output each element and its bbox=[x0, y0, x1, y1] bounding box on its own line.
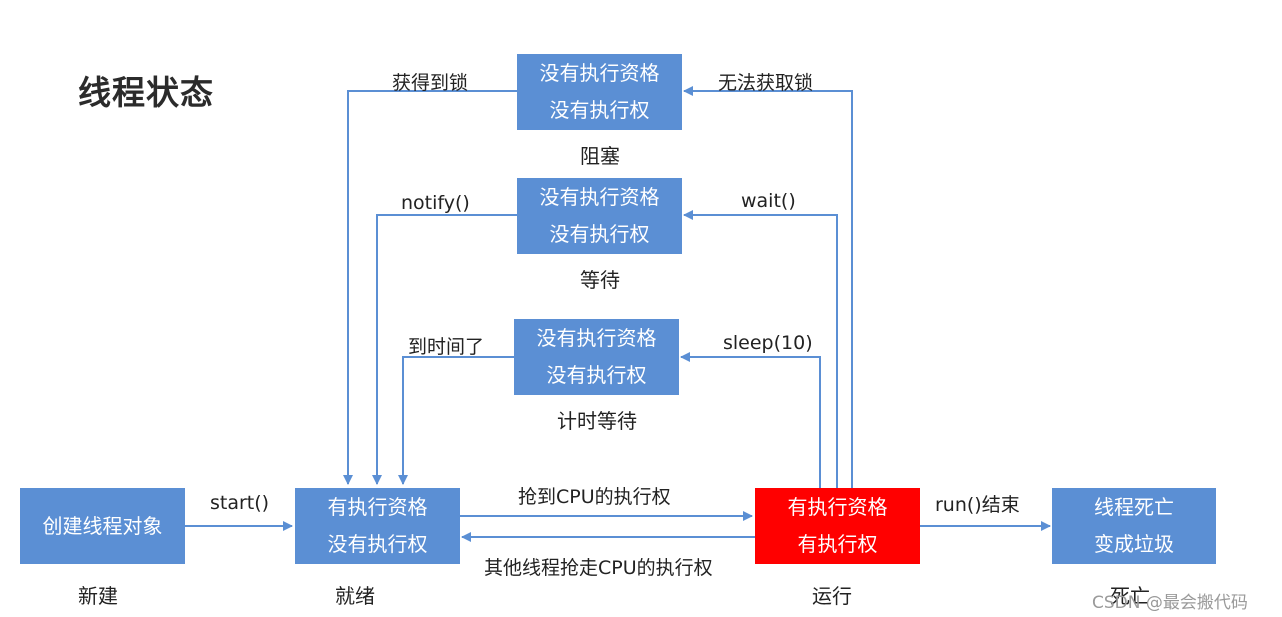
state-waiting-line-2: 没有执行权 bbox=[549, 222, 650, 246]
state-timed-line-1: 没有执行资格 bbox=[536, 326, 657, 350]
label-no-lock: 无法获取锁 bbox=[718, 72, 814, 94]
label-start: start() bbox=[210, 492, 270, 514]
label-get-lock: 获得到锁 bbox=[392, 72, 469, 94]
arrow-notify bbox=[372, 214, 517, 485]
state-box-waiting: 没有执行资格 没有执行权 bbox=[517, 178, 682, 254]
state-box-timed-waiting: 没有执行资格 没有执行权 bbox=[514, 319, 679, 395]
state-ready-line-2: 没有执行权 bbox=[327, 532, 428, 556]
label-time-up: 到时间了 bbox=[408, 336, 485, 358]
state-box-dead: 线程死亡 变成垃圾 bbox=[1052, 488, 1216, 564]
caption-timed-waiting: 计时等待 bbox=[557, 409, 637, 433]
state-new-line-1: 创建线程对象 bbox=[42, 513, 163, 538]
caption-running: 运行 bbox=[812, 584, 852, 608]
arrow-wait bbox=[683, 210, 838, 488]
arrow-no-lock bbox=[683, 86, 853, 488]
caption-blocked: 阻塞 bbox=[580, 144, 620, 168]
state-box-running: 有执行资格 有执行权 bbox=[755, 488, 920, 564]
state-dead-line-1: 线程死亡 bbox=[1094, 495, 1174, 519]
arrow-time-up bbox=[398, 356, 514, 485]
state-box-ready: 有执行资格 没有执行权 bbox=[295, 488, 460, 564]
state-ready-line-1: 有执行资格 bbox=[327, 495, 428, 519]
state-blocked-line-2: 没有执行权 bbox=[549, 98, 650, 122]
caption-ready: 就绪 bbox=[335, 584, 375, 608]
caption-new: 新建 bbox=[78, 584, 118, 608]
arrow-sleep bbox=[680, 352, 821, 488]
state-running-line-2: 有执行权 bbox=[797, 532, 878, 556]
label-grab-cpu: 抢到CPU的执行权 bbox=[518, 486, 671, 508]
state-box-new: 创建线程对象 bbox=[20, 488, 185, 564]
label-sleep: sleep(10) bbox=[723, 332, 813, 354]
state-dead-line-2: 变成垃圾 bbox=[1094, 532, 1174, 556]
label-lose-cpu: 其他线程抢走CPU的执行权 bbox=[484, 557, 713, 579]
diagram-title: 线程状态 bbox=[78, 73, 214, 112]
label-run-end: run()结束 bbox=[935, 494, 1020, 516]
arrow-get-lock bbox=[343, 90, 517, 485]
caption-dead: 死亡 bbox=[1110, 584, 1150, 608]
state-waiting-line-1: 没有执行资格 bbox=[539, 185, 660, 209]
label-wait: wait() bbox=[741, 190, 796, 212]
watermark: CSDN @最会搬代码 bbox=[1092, 593, 1248, 613]
label-notify: notify() bbox=[401, 192, 470, 214]
state-running-line-1: 有执行资格 bbox=[787, 495, 888, 519]
state-box-blocked: 没有执行资格 没有执行权 bbox=[517, 54, 682, 130]
caption-waiting: 等待 bbox=[580, 268, 620, 292]
state-timed-line-2: 没有执行权 bbox=[546, 363, 647, 387]
state-blocked-line-1: 没有执行资格 bbox=[539, 61, 660, 85]
